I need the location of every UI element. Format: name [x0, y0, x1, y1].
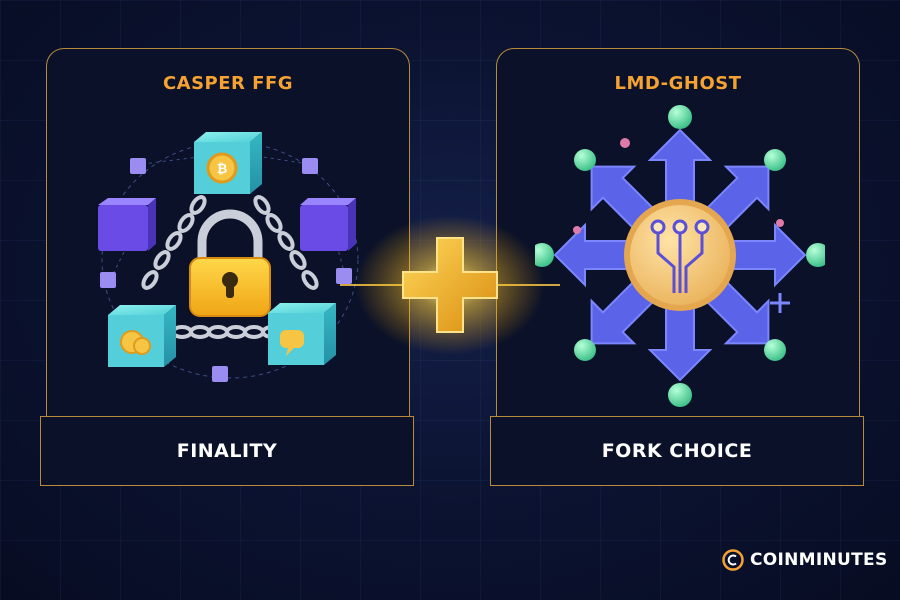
blockchain-cube-top: ₿: [194, 132, 262, 194]
finality-label: FINALITY: [40, 416, 414, 486]
bitcoin-coin-icon: [206, 152, 238, 184]
purple-cube-right: [300, 198, 356, 251]
casper-ffg-illustration: ₿: [98, 132, 359, 382]
brand-name: COINMINUTES: [750, 550, 888, 570]
lmd-ghost-title: LMD-GHOST: [614, 73, 742, 94]
circuit-coin-icon: [624, 199, 736, 311]
coinminutes-brand[interactable]: COINMINUTES: [722, 549, 888, 571]
small-cube: [100, 158, 352, 382]
casper-ffg-title: CASPER FFG: [162, 73, 294, 94]
padlock-icon: [189, 209, 271, 317]
svg-text:₿: ₿: [217, 162, 228, 177]
fork-arrows: [535, 105, 825, 407]
blockchain-cube-left: [108, 305, 176, 367]
lmd-ghost-illustration: [535, 105, 825, 407]
coinminutes-logo-icon: [722, 549, 744, 571]
fork-choice-label: FORK CHOICE: [490, 416, 864, 486]
purple-cube-left: [98, 198, 156, 251]
plus-icon: [340, 215, 560, 355]
node-ball: [535, 105, 825, 407]
blockchain-cube-right: [268, 303, 336, 365]
